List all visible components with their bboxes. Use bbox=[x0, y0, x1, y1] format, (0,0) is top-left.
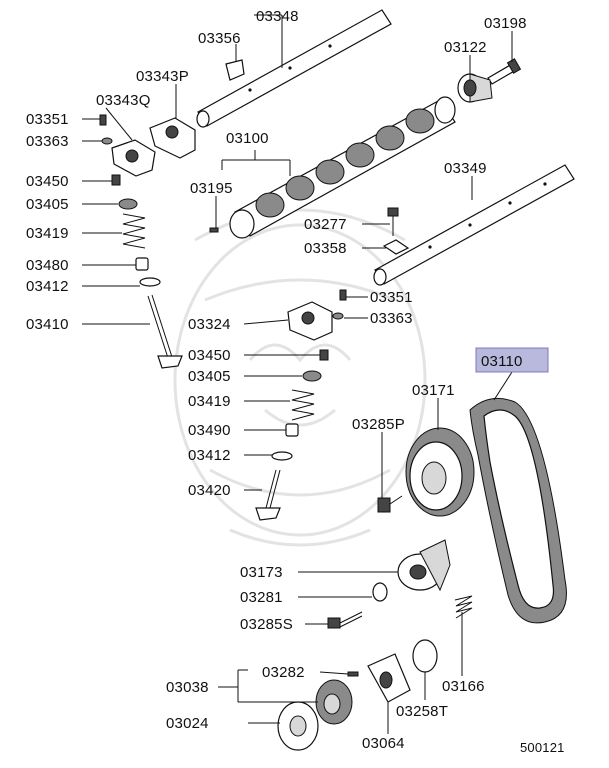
flange-03258t bbox=[412, 639, 438, 673]
rocker-shaft-lower bbox=[373, 164, 575, 286]
watermark-emblem bbox=[173, 208, 427, 547]
bolt-03285p bbox=[377, 495, 403, 513]
retainer-03405-right bbox=[302, 370, 322, 382]
rocker-shaft-upper bbox=[196, 9, 392, 128]
callout-label[interactable]: 03122 bbox=[444, 39, 487, 56]
camshaft bbox=[229, 96, 456, 239]
callout-label[interactable]: 03343P bbox=[136, 68, 189, 85]
callout-label[interactable]: 03412 bbox=[26, 278, 69, 295]
callout-label[interactable]: 03349 bbox=[444, 160, 487, 177]
valve-spring-03419-left bbox=[122, 213, 146, 249]
callout-label[interactable]: 03405 bbox=[26, 196, 69, 213]
clip-03356 bbox=[225, 59, 245, 81]
callout-label[interactable]: 03198 bbox=[484, 15, 527, 32]
callout-label[interactable]: 03281 bbox=[240, 589, 283, 606]
callout-label[interactable]: 03450 bbox=[188, 347, 231, 364]
callout-label[interactable]: 03285P bbox=[352, 416, 405, 433]
callout-label[interactable]: 03343Q bbox=[96, 92, 151, 109]
callout-label[interactable]: 03450 bbox=[26, 173, 69, 190]
callout-label[interactable]: 03405 bbox=[188, 368, 231, 385]
callout-label[interactable]: 03348 bbox=[256, 8, 299, 25]
rocker-arm-03324 bbox=[287, 301, 333, 341]
callout-label[interactable]: 03038 bbox=[166, 679, 209, 696]
bolt-03285s bbox=[327, 611, 363, 629]
callout-label[interactable]: 03356 bbox=[198, 30, 241, 47]
valve-seal-03490 bbox=[285, 423, 299, 437]
plate-03358 bbox=[382, 239, 410, 255]
crankshaft-sprocket-03038 bbox=[315, 679, 353, 725]
flange-03064 bbox=[367, 653, 411, 703]
lash-adjuster-03450-left bbox=[111, 174, 121, 186]
callout-label[interactable]: 03419 bbox=[26, 225, 69, 242]
bolt-03277 bbox=[387, 207, 399, 236]
bolt-03198 bbox=[487, 58, 522, 85]
tensioner-roller-03122 bbox=[457, 73, 493, 103]
callout-label[interactable]: 03363 bbox=[26, 133, 69, 150]
lash-adjuster-03450-right bbox=[319, 349, 329, 361]
callout-label[interactable]: 03490 bbox=[188, 422, 231, 439]
timing-belt-03110 bbox=[469, 397, 567, 624]
diagram-id: 500121 bbox=[520, 740, 565, 755]
callout-label[interactable]: 03110 bbox=[481, 353, 523, 370]
callout-label[interactable]: 03351 bbox=[370, 289, 413, 306]
callout-label[interactable]: 03277 bbox=[304, 216, 347, 233]
spring-seat-03412-left bbox=[139, 277, 161, 287]
key-03282 bbox=[347, 671, 359, 677]
callout-label[interactable]: 03064 bbox=[362, 735, 405, 752]
leader-lines bbox=[82, 14, 513, 734]
callout-label[interactable]: 03282 bbox=[262, 664, 305, 681]
callout-label[interactable]: 03100 bbox=[226, 130, 269, 147]
callout-label[interactable]: 03480 bbox=[26, 257, 69, 274]
callout-label[interactable]: 03171 bbox=[412, 382, 455, 399]
callout-label[interactable]: 03351 bbox=[26, 111, 69, 128]
washer-03281 bbox=[372, 582, 388, 602]
valve-spring-03419-right bbox=[291, 389, 315, 421]
callout-label[interactable]: 03195 bbox=[190, 180, 233, 197]
callout-label[interactable]: 03410 bbox=[26, 316, 69, 333]
valve-seal-03480 bbox=[135, 257, 149, 271]
callout-label[interactable]: 03412 bbox=[188, 447, 231, 464]
callout-label[interactable]: 03024 bbox=[166, 715, 209, 732]
nut-03363-right bbox=[332, 312, 344, 320]
nut-03363-left bbox=[101, 137, 113, 145]
callout-label[interactable]: 03166 bbox=[442, 678, 485, 695]
callout-label[interactable]: 03258T bbox=[396, 703, 448, 720]
callout-label[interactable]: 03358 bbox=[304, 240, 347, 257]
callout-label[interactable]: 03324 bbox=[188, 316, 231, 333]
guide-plate-03024 bbox=[277, 701, 319, 751]
callout-label[interactable]: 03173 bbox=[240, 564, 283, 581]
valve-03420 bbox=[255, 469, 281, 521]
callout-label[interactable]: 03363 bbox=[370, 310, 413, 327]
callout-label[interactable]: 03420 bbox=[188, 482, 231, 499]
valve-03410 bbox=[147, 294, 183, 369]
rocker-arm-03343q bbox=[111, 139, 156, 177]
camshaft-sprocket-03171 bbox=[405, 427, 475, 517]
tensioner-pulley-03173 bbox=[397, 539, 451, 592]
callout-highlight-box bbox=[475, 347, 549, 373]
callout-labels: 03348 03356 03198 03122 03343P 03343Q 03… bbox=[26, 8, 527, 752]
retainer-03405-left bbox=[118, 198, 138, 210]
adjuster-03351-right bbox=[339, 289, 347, 301]
callout-label[interactable]: 03419 bbox=[188, 393, 231, 410]
callout-label[interactable]: 03285S bbox=[240, 616, 293, 633]
pin-03195 bbox=[209, 227, 219, 233]
tensioner-spring-03166 bbox=[454, 595, 473, 619]
rocker-arm-03343p bbox=[149, 117, 196, 159]
adjuster-03351-left bbox=[99, 114, 107, 126]
spring-seat-03412-right bbox=[271, 451, 293, 461]
